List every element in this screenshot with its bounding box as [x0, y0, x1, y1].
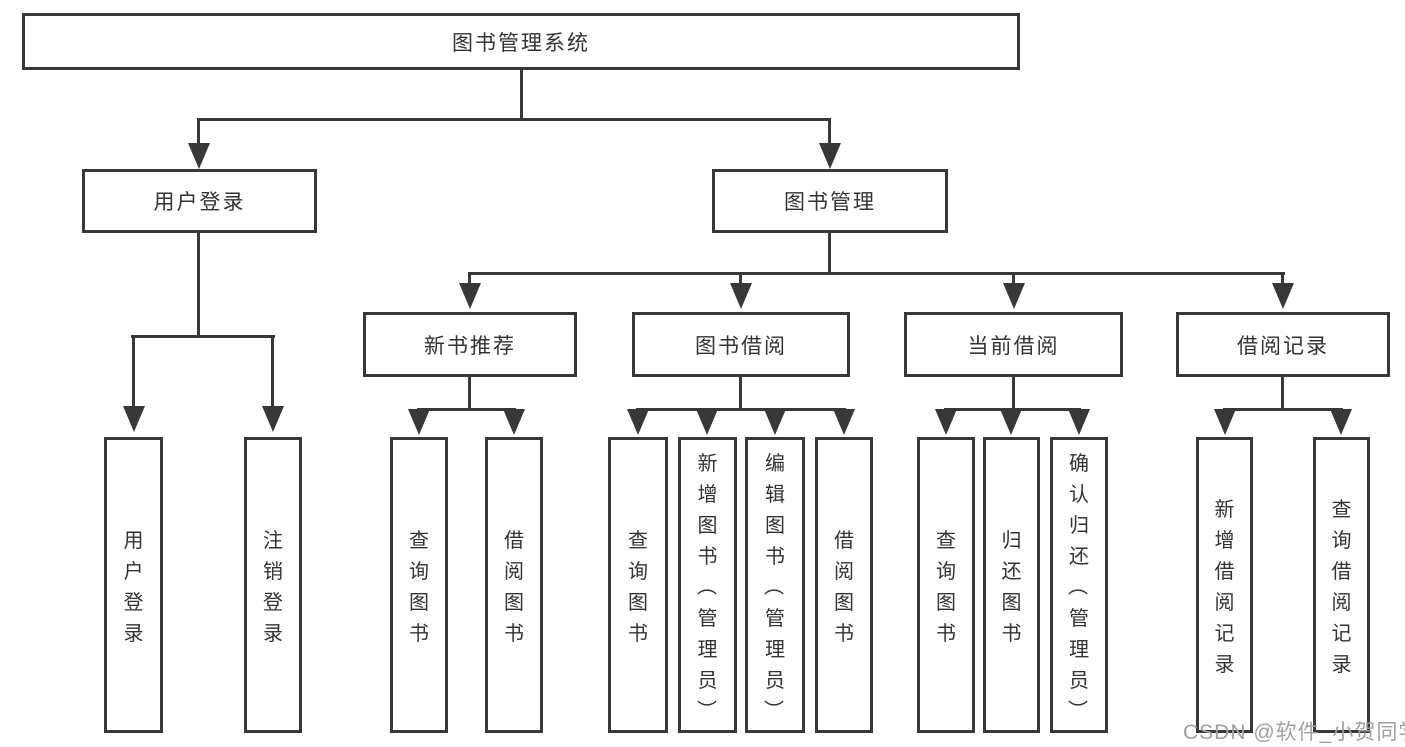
arrow-to-query-books-borrow-icon	[627, 409, 649, 435]
arrow-to-return-books-icon	[1000, 409, 1022, 435]
connector-level1-bar	[197, 118, 831, 121]
connector-current-borrow-stem	[1012, 272, 1015, 285]
node-leaf-query-books-rec-label: 查询图书	[409, 530, 429, 645]
connector-user-login-down	[197, 233, 200, 337]
node-leaf-borrow-books-rec-label: 借阅图书	[504, 530, 524, 645]
connector-book-mgmt-down	[828, 233, 831, 274]
connector-new-book-rec-down	[468, 375, 471, 411]
connector-borrow-records-down	[1281, 375, 1284, 411]
node-leaf-return-books: 归还图书	[983, 437, 1040, 733]
arrow-to-book-mgmt-icon	[819, 143, 841, 169]
arrow-to-edit-books-admin-icon	[764, 409, 786, 435]
node-current-borrow-label: 当前借阅	[967, 334, 1060, 358]
node-new-book-rec: 新书推荐	[363, 312, 577, 377]
connector-borrow-records-stem	[1281, 272, 1284, 285]
node-book-borrow-label: 图书借阅	[695, 334, 787, 358]
arrow-to-book-borrow-icon	[730, 283, 752, 309]
connector-login-group-bar	[131, 335, 275, 338]
arrow-to-add-borrow-record-icon	[1214, 409, 1236, 435]
node-leaf-query-books-borrow: 查询图书	[608, 437, 668, 733]
node-leaf-add-books-admin: 新增图书（管理员）	[678, 437, 737, 733]
connector-book-borrow-down	[739, 375, 742, 411]
arrow-to-new-book-rec-icon	[459, 283, 481, 309]
arrow-to-query-books-current-icon	[935, 409, 957, 435]
node-leaf-user-login-label: 用户登录	[123, 530, 144, 645]
node-leaf-confirm-return-admin: 确认归还（管理员）	[1050, 437, 1108, 733]
arrow-to-user-login-icon	[188, 143, 210, 169]
connector-user-login-stem	[197, 118, 200, 146]
connector-root-stem	[520, 70, 523, 119]
node-leaf-query-books-borrow-label: 查询图书	[628, 530, 648, 645]
node-book-mgmt-label: 图书管理	[784, 191, 876, 214]
node-borrow-records-label: 借阅记录	[1237, 334, 1329, 358]
arrow-to-confirm-return-admin-icon	[1068, 409, 1090, 435]
node-user-login: 用户登录	[82, 169, 317, 233]
node-leaf-edit-books-admin: 编辑图书（管理员）	[745, 437, 805, 733]
arrow-to-query-books-rec-icon	[408, 409, 430, 435]
connector-book-borrow-stem	[739, 272, 742, 285]
arrow-to-borrow-books-rec-icon	[503, 409, 525, 435]
node-new-book-rec-label: 新书推荐	[424, 334, 516, 358]
node-current-borrow: 当前借阅	[904, 312, 1123, 377]
node-leaf-logout-label: 注销登录	[263, 530, 283, 645]
node-leaf-query-books-current: 查询图书	[917, 437, 975, 733]
node-leaf-query-borrow-record: 查询借阅记录	[1313, 437, 1370, 733]
node-leaf-add-borrow-record-label: 新增借阅记录	[1214, 499, 1235, 676]
node-leaf-borrow-books-label: 借阅图书	[834, 530, 854, 645]
node-leaf-return-books-label: 归还图书	[1001, 530, 1022, 645]
arrow-to-add-books-admin-icon	[696, 409, 718, 435]
connector-level3-bar	[468, 272, 1285, 275]
arrow-to-leaf-user-login-icon	[123, 406, 145, 432]
arrow-to-query-borrow-record-icon	[1330, 409, 1352, 435]
watermark: CSDN @软件_小贺同学	[1183, 721, 1405, 744]
node-user-login-label: 用户登录	[153, 191, 246, 214]
node-leaf-query-books-current-label: 查询图书	[936, 530, 956, 645]
node-borrow-records: 借阅记录	[1176, 312, 1390, 377]
node-book-mgmt: 图书管理	[712, 169, 948, 233]
node-book-borrow: 图书借阅	[632, 312, 850, 377]
node-leaf-logout: 注销登录	[244, 437, 302, 733]
connector-borrow-group-bar	[636, 408, 846, 411]
node-leaf-user-login: 用户登录	[104, 437, 163, 733]
node-leaf-edit-books-admin-label: 编辑图书（管理员）	[761, 452, 786, 720]
node-leaf-add-borrow-record: 新增借阅记录	[1196, 437, 1253, 733]
node-leaf-query-books-rec: 查询图书	[390, 437, 448, 733]
arrow-to-borrow-records-icon	[1272, 283, 1294, 309]
node-leaf-confirm-return-admin-label: 确认归还（管理员）	[1065, 452, 1090, 720]
arrow-to-current-borrow-icon	[1003, 283, 1025, 309]
connector-current-borrow-down	[1012, 375, 1015, 411]
node-root: 图书管理系统	[22, 13, 1020, 70]
connector-leaf-user-login-stem	[132, 335, 135, 408]
node-leaf-add-books-admin-label: 新增图书（管理员）	[694, 452, 718, 720]
connector-new-book-rec-stem	[468, 272, 471, 285]
connector-book-mgmt-stem	[828, 118, 831, 146]
arrow-to-borrow-books-icon	[833, 409, 855, 435]
node-root-label: 图书管理系统	[452, 31, 590, 55]
node-leaf-borrow-books-rec: 借阅图书	[485, 437, 543, 733]
arrow-to-leaf-logout-icon	[262, 406, 284, 432]
connector-leaf-logout-stem	[271, 335, 274, 408]
node-leaf-borrow-books: 借阅图书	[815, 437, 873, 733]
node-leaf-query-borrow-record-label: 查询借阅记录	[1331, 499, 1352, 676]
connector-records-group-bar	[1223, 408, 1343, 411]
connector-rec-group-bar	[417, 408, 516, 411]
